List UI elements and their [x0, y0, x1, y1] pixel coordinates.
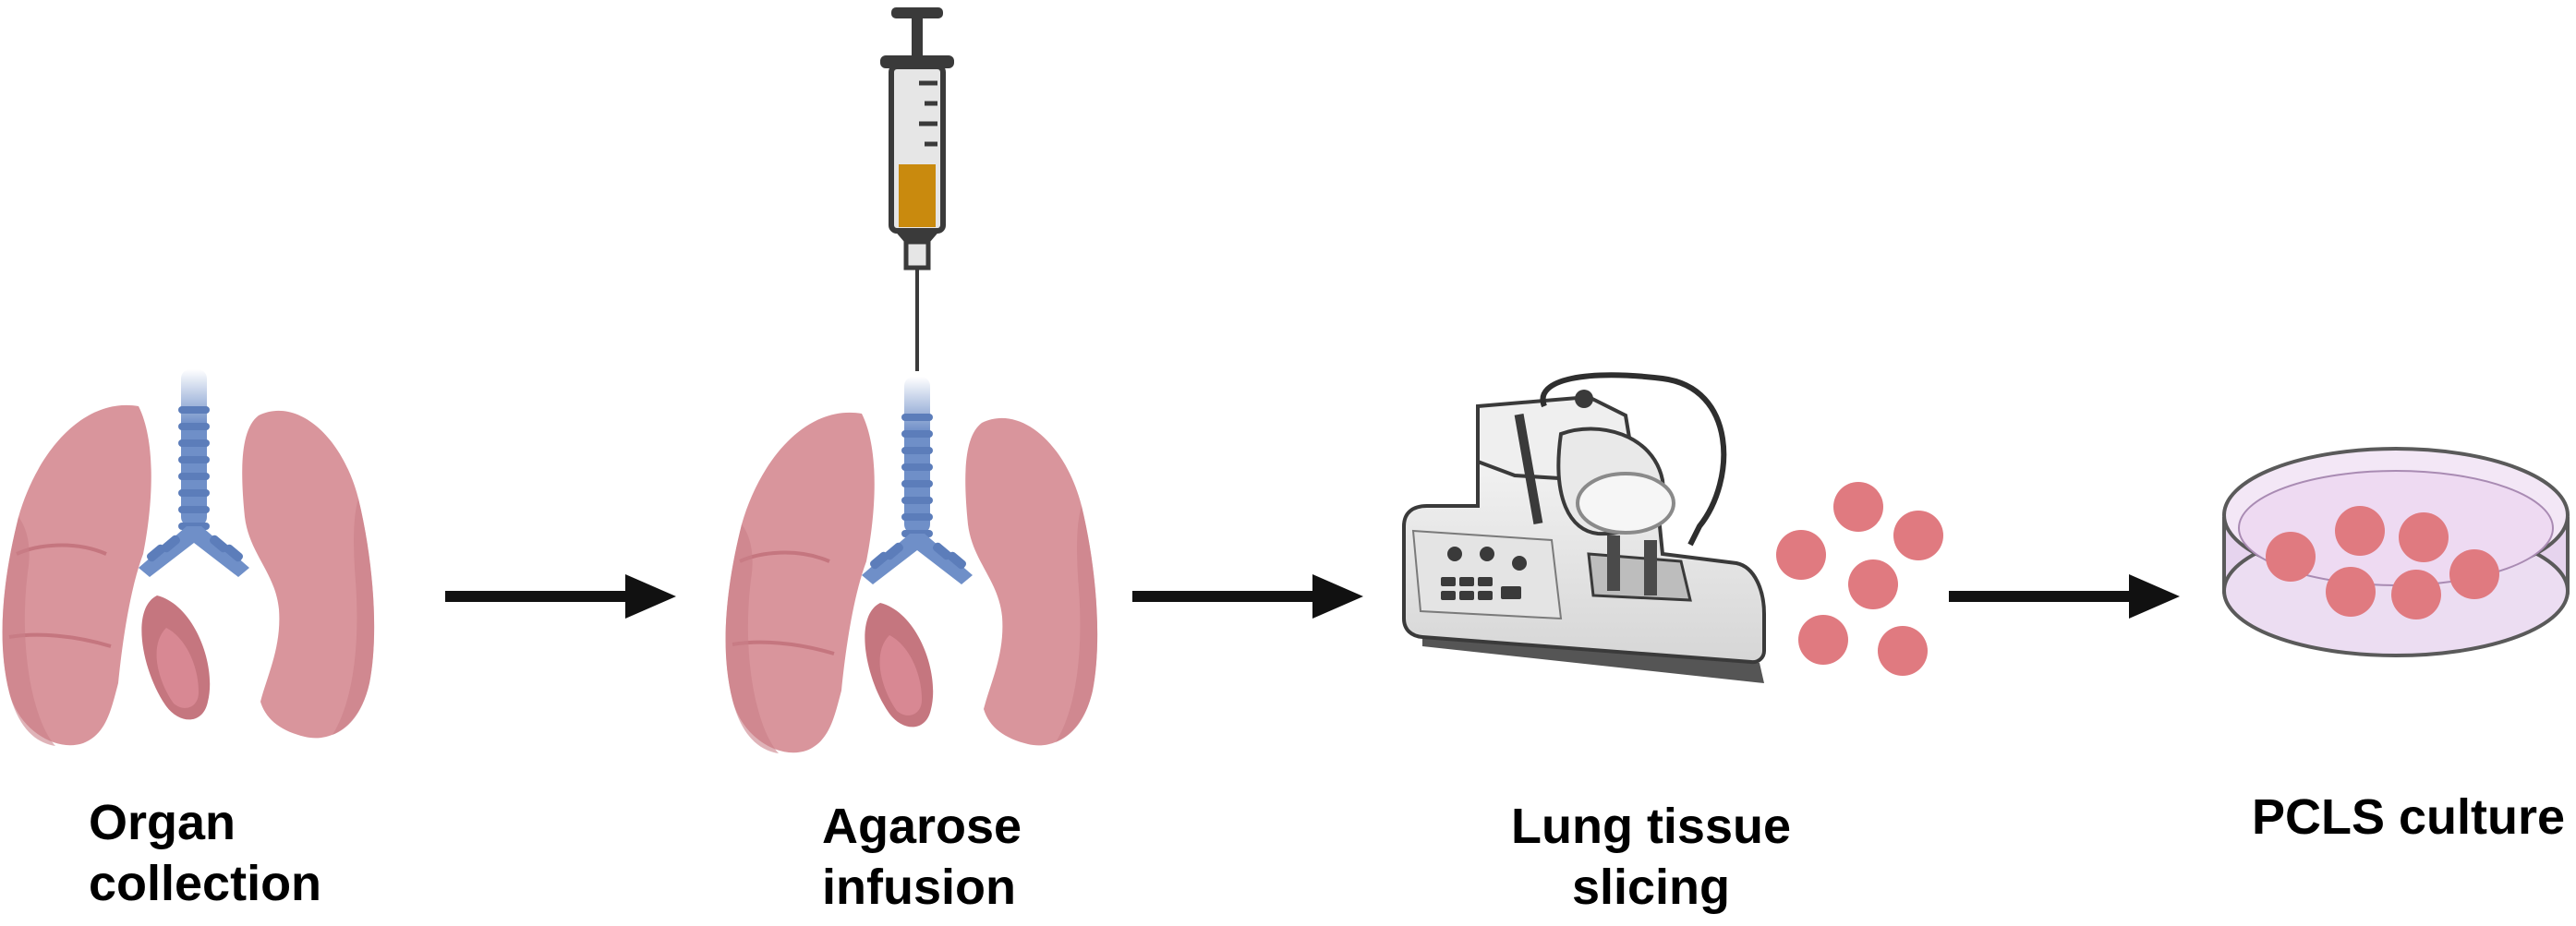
- syringe-icon: [880, 7, 954, 371]
- step-label-organ-collection: Organ collection: [89, 792, 321, 914]
- label-line: Organ: [89, 795, 236, 850]
- arrow-icon: [1949, 574, 2180, 619]
- vibratome-icon: [1402, 372, 1766, 683]
- label-line: Agarose: [822, 799, 1022, 854]
- lungs-icon: [0, 367, 377, 748]
- label-line: infusion: [822, 860, 1016, 915]
- lungs-icon: [723, 375, 1100, 755]
- arrow-icon: [1132, 574, 1363, 619]
- step-label-lung-tissue-slicing: Lung tissue slicing: [1511, 796, 1791, 918]
- label-line: collection: [89, 856, 322, 911]
- label-line: Lung tissue: [1511, 799, 1792, 854]
- step-label-agarose-infusion: Agarose infusion: [822, 796, 1022, 918]
- petri-dish-icon: [2222, 447, 2570, 657]
- label-line: PCLS culture: [2252, 789, 2566, 845]
- label-line: slicing: [1571, 860, 1731, 915]
- tissue-slices-icon: [1776, 482, 1943, 676]
- step-label-pcls-culture: PCLS culture: [2252, 787, 2565, 848]
- arrow-icon: [445, 574, 676, 619]
